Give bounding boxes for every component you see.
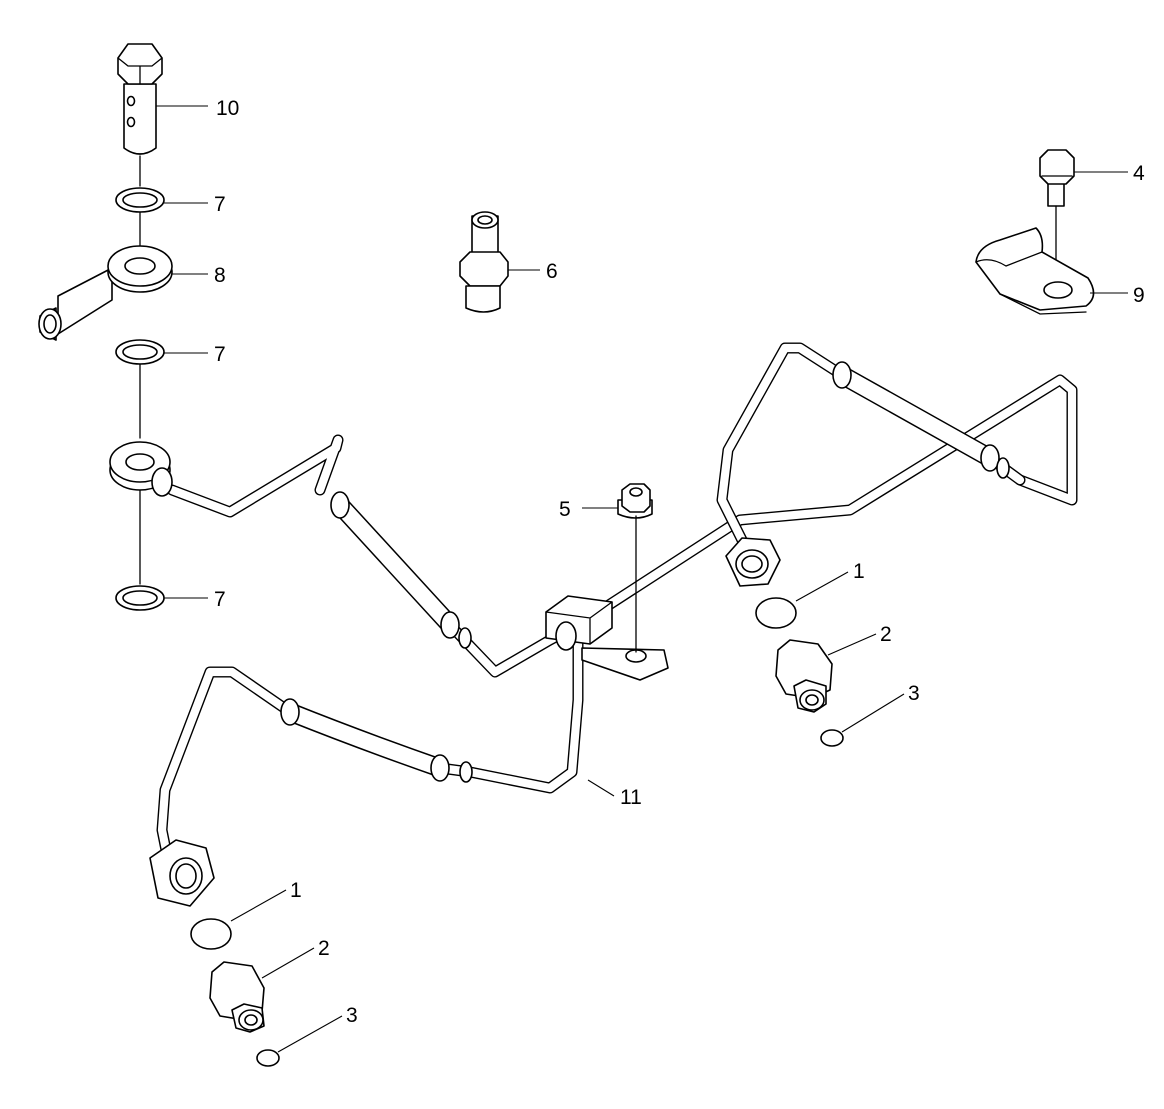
washer-part-7-middle [115, 339, 165, 439]
callout-8: 8 [214, 264, 226, 287]
callout-11: 11 [620, 786, 642, 809]
callout-2-left: 2 [318, 937, 330, 960]
adapter-part-2-left [209, 961, 265, 1033]
seal-part-3-left [256, 1049, 280, 1067]
washer-part-7-bottom [115, 489, 165, 611]
adapter-part-2-right [775, 639, 833, 713]
callout-1-left: 1 [290, 879, 302, 902]
seal-part-3-right [820, 729, 844, 747]
callout-3-left: 3 [346, 1004, 358, 1027]
callout-5: 5 [559, 498, 571, 521]
connector-part-6 [459, 211, 509, 313]
flange-nut-part-5 [617, 483, 653, 653]
washer-part-7-top [115, 187, 165, 247]
callout-7-middle: 7 [214, 343, 226, 366]
flange-bolt-part-4 [1039, 149, 1075, 291]
callout-6: 6 [546, 260, 558, 283]
callout-7-top: 7 [214, 193, 226, 216]
banjo-fitting-part-8 [38, 245, 173, 341]
callout-3-right: 3 [908, 682, 920, 705]
banjo-bolt-part-10 [117, 43, 163, 187]
o-ring-part-1-left [190, 918, 232, 950]
callout-10: 10 [216, 97, 239, 120]
callout-2-right: 2 [880, 623, 892, 646]
callout-9: 9 [1133, 284, 1145, 307]
callout-4: 4 [1133, 162, 1145, 185]
callout-1-right: 1 [853, 560, 865, 583]
callout-7-bottom: 7 [214, 588, 226, 611]
fuel-line-assembly-part-11 [109, 342, 1078, 907]
o-ring-part-1-right [755, 597, 797, 629]
p-clip-part-9 [975, 227, 1095, 315]
callout-labels: 10 7 8 7 7 6 4 9 5 1 2 3 11 1 2 3 [214, 97, 1145, 1027]
leader-lines [156, 105, 1128, 1053]
